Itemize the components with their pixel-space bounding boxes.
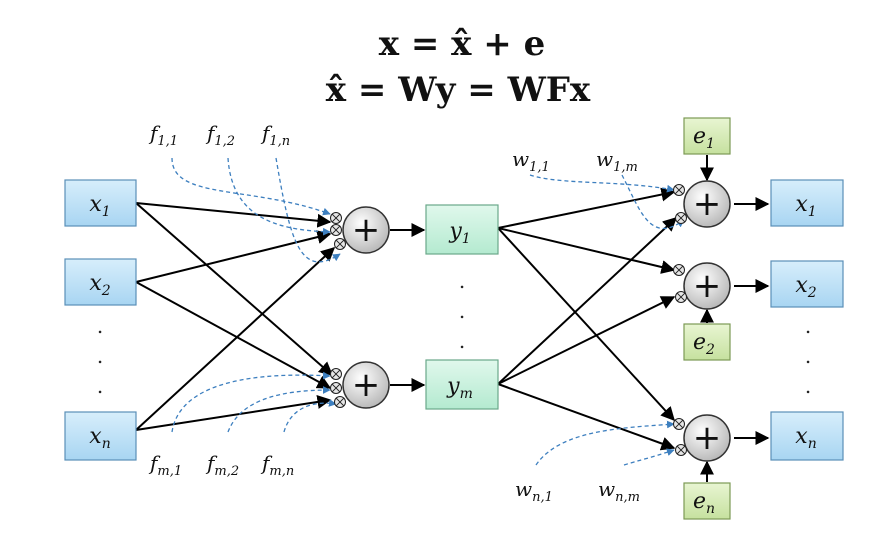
output-sum-junction-2 xyxy=(683,262,731,310)
sum-junction-2 xyxy=(342,361,390,409)
error-box-e2 xyxy=(683,323,731,361)
output-nodes: x1 x2 xn . . . xyxy=(770,179,844,461)
edge-ym-osum2 xyxy=(497,296,676,385)
edge-x1-sum2 xyxy=(135,202,334,376)
sum-symbol-1: + xyxy=(352,210,381,250)
curve-w11 xyxy=(529,174,675,193)
sum-symbol-2: + xyxy=(352,365,381,405)
error-box-e1 xyxy=(683,117,731,155)
input-label-xn: xn xyxy=(89,424,110,452)
edge-x2-sum2 xyxy=(135,281,332,389)
multiplier-icon xyxy=(673,418,685,430)
label-w1m: w1,m xyxy=(596,147,638,175)
output-box-xn xyxy=(770,411,844,461)
multiplier-icon xyxy=(675,212,687,224)
input-ellipsis-1: . xyxy=(97,314,103,338)
equation-reconstruction: x = x̂ + e xyxy=(379,24,546,64)
label-f1n: f1,n xyxy=(260,121,290,149)
curve-wnm xyxy=(623,448,675,466)
curve-fmn xyxy=(283,399,337,433)
curve-fm1 xyxy=(171,371,331,433)
sum-junction-1 xyxy=(342,206,390,254)
multiplier-icon xyxy=(330,368,342,380)
output-sum-junction-1 xyxy=(683,180,731,228)
label-f12: f1,2 xyxy=(205,121,235,149)
label-f11: f1,1 xyxy=(148,121,178,149)
edge-ym-osum1 xyxy=(497,217,678,385)
output-ellipsis-2: . xyxy=(805,344,811,368)
multiplier-icon xyxy=(330,382,342,394)
edge-y1-osum3 xyxy=(497,227,675,422)
input-box-xn xyxy=(64,411,137,461)
hidden-box-y1 xyxy=(425,204,499,255)
multiplier-nodes xyxy=(330,184,687,456)
hidden-ellipsis-2: . xyxy=(459,299,465,323)
curve-w1m xyxy=(621,174,685,229)
curve-fm2 xyxy=(227,386,331,433)
output-box-x1 xyxy=(770,179,844,227)
multiplier-icon xyxy=(675,444,687,456)
multiplier-icon xyxy=(334,396,346,408)
multiplier-icon xyxy=(673,264,685,276)
edge-xn-sum2 xyxy=(135,395,332,431)
label-wnm: wn,m xyxy=(598,477,640,505)
output-sum-symbol-1: + xyxy=(693,184,722,224)
output-sum-symbol-2: + xyxy=(693,266,722,306)
input-label-x2: x2 xyxy=(89,271,110,299)
hidden-label-y1: y1 xyxy=(448,219,470,247)
input-label-x1: x1 xyxy=(89,192,110,220)
input-ellipsis-3: . xyxy=(97,374,103,398)
label-fmn: fm,n xyxy=(260,451,294,479)
output-box-x2 xyxy=(770,260,844,308)
curve-f1n xyxy=(275,157,341,263)
equation-mapping: x̂ = Wy = WFx xyxy=(326,70,591,110)
output-label-x1: x1 xyxy=(795,192,816,220)
multiplier-icon xyxy=(334,238,346,250)
weight-curves xyxy=(171,157,685,466)
edge-x1-sum1 xyxy=(135,202,332,228)
error-nodes: e1 e2 en xyxy=(683,117,731,520)
curve-wn1 xyxy=(535,420,675,466)
multiplier-icon xyxy=(675,291,687,303)
error-box-en xyxy=(683,482,731,520)
label-fm2: fm,2 xyxy=(205,451,239,479)
multiplier-icon xyxy=(330,224,342,236)
output-sum-junction-3 xyxy=(683,414,731,462)
hidden-ellipsis-3: . xyxy=(459,329,465,353)
output-label-xn: xn xyxy=(795,424,816,452)
edge-y1-osum1 xyxy=(497,187,676,229)
input-nodes: x1 x2 xn . . . xyxy=(64,179,137,461)
weight-labels: f1,1 f1,2 f1,n fm,1 fm,2 fm,n w1,1 w1,m … xyxy=(148,121,640,505)
input-box-x2 xyxy=(64,258,137,306)
output-ellipsis-1: . xyxy=(805,314,811,338)
curve-f11 xyxy=(171,157,331,216)
summing-junctions: + + + + + xyxy=(342,180,731,462)
edge-xn-sum1 xyxy=(135,247,336,431)
error-label-e1: e1 xyxy=(693,124,715,152)
hidden-label-ym: ym xyxy=(446,374,473,402)
connections xyxy=(135,155,770,482)
multiplier-icon xyxy=(673,184,685,196)
output-sum-symbol-3: + xyxy=(693,418,722,458)
label-fm1: fm,1 xyxy=(148,451,182,479)
error-label-e2: e2 xyxy=(693,330,715,358)
label-wn1: wn,1 xyxy=(515,477,553,505)
edge-ym-osum3 xyxy=(497,383,676,451)
error-label-en: en xyxy=(693,489,715,517)
hidden-ellipsis-1: . xyxy=(459,269,465,293)
hidden-box-ym xyxy=(425,359,499,410)
label-w11: w1,1 xyxy=(512,147,550,175)
curve-f12 xyxy=(227,157,331,236)
output-ellipsis-3: . xyxy=(805,374,811,398)
input-box-x1 xyxy=(64,179,137,227)
input-ellipsis-2: . xyxy=(97,344,103,368)
edge-y1-osum2 xyxy=(497,227,676,274)
multiplier-icon xyxy=(330,212,342,224)
output-label-x2: x2 xyxy=(795,273,816,301)
hidden-nodes: y1 ym . . . xyxy=(425,204,499,410)
edge-x2-sum1 xyxy=(135,230,332,283)
